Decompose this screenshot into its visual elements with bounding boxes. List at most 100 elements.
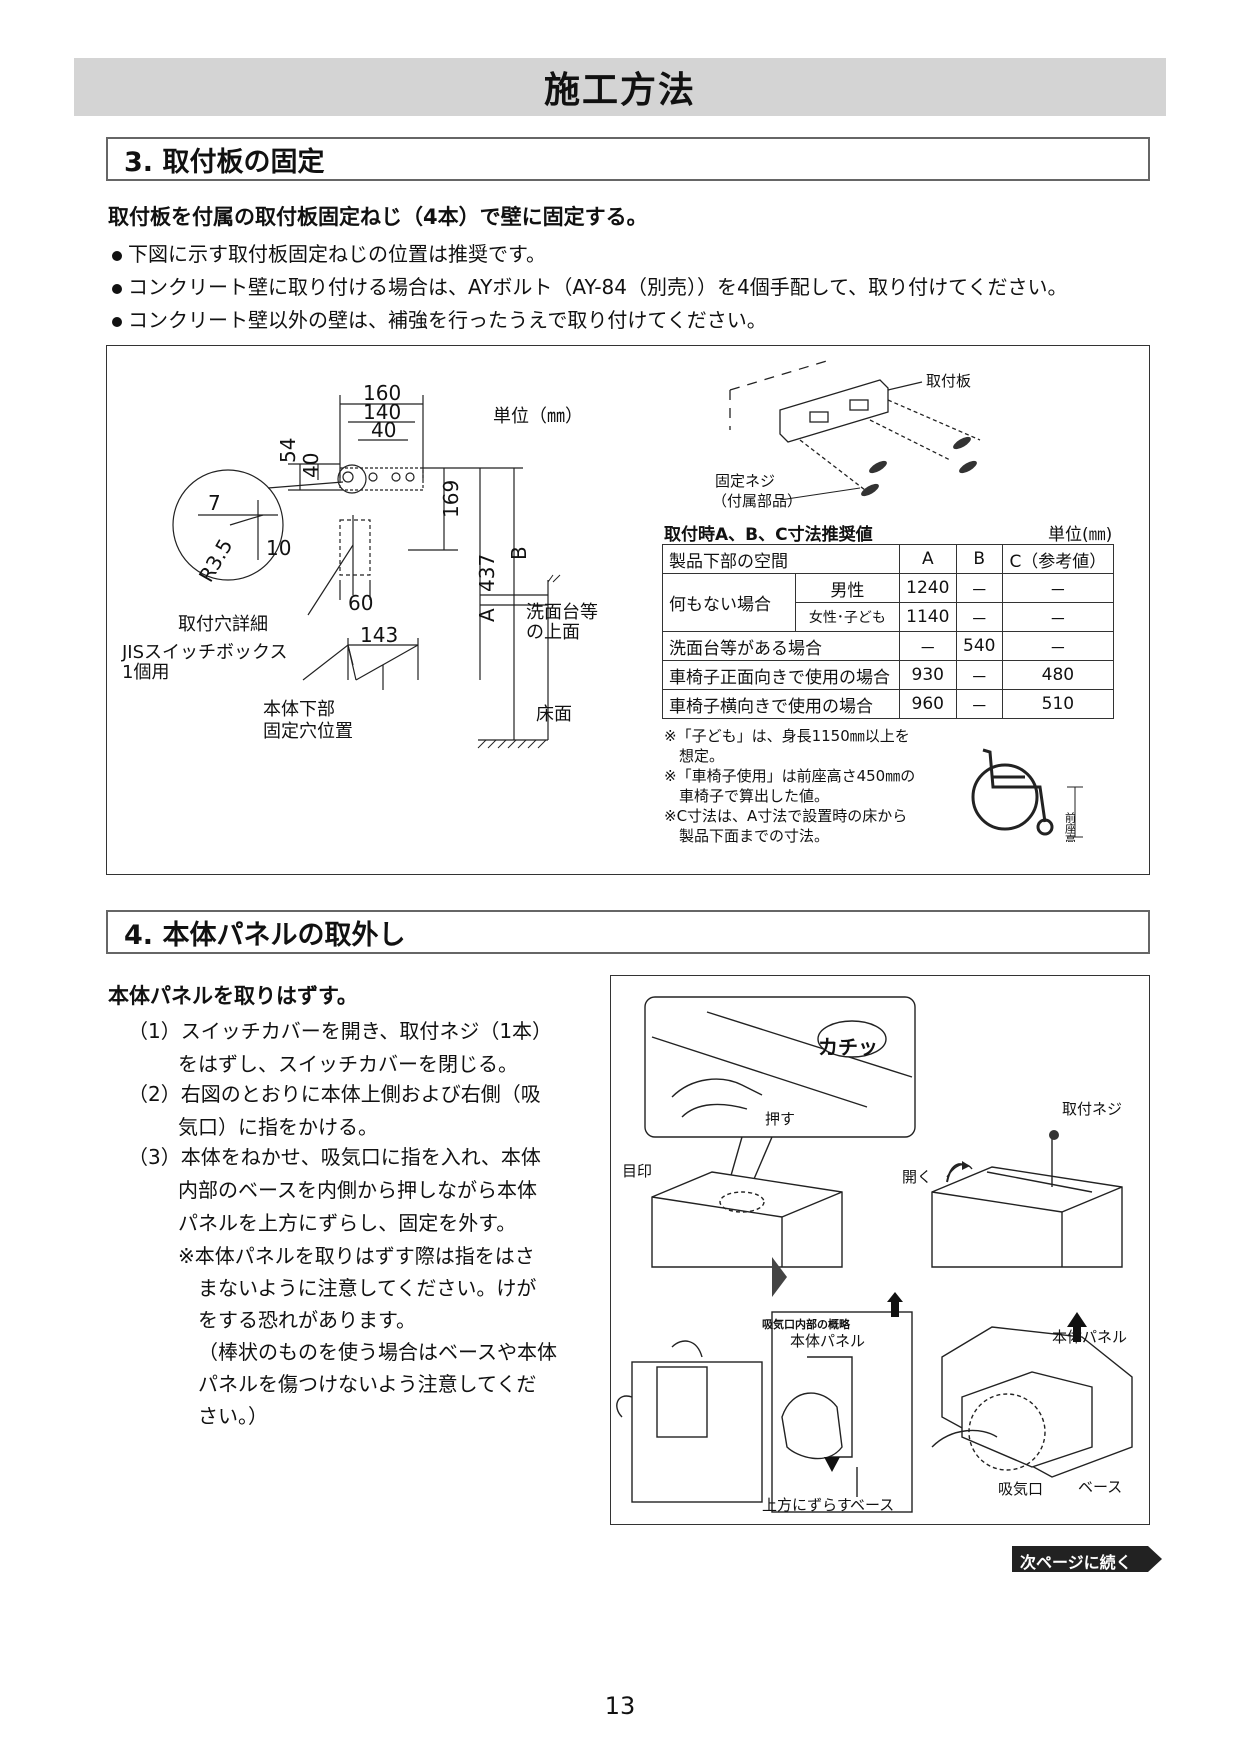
page-number: 13 — [604, 1692, 636, 1720]
table-cell: 何もない場合 — [662, 573, 796, 632]
note-line: ※「車椅子使用」は前座高さ450㎜の — [664, 767, 916, 785]
table-cell: － — [1001, 573, 1115, 603]
bullet-3: コンクリート壁以外の壁は、補強を行ったうえで取り付けてください。 — [112, 304, 767, 336]
mount-plate-label: 取付板 — [926, 372, 972, 390]
note-line: 製品下面までの寸法。 — [664, 827, 830, 845]
note-line: ※C寸法は、A寸法で設置時の床から — [664, 807, 908, 825]
mounting-diagram-box — [106, 345, 1150, 875]
step-2: （2）右図のとおりに本体上側および右側（吸 気口）に指をかける。 — [128, 1082, 541, 1139]
bottom-label-2: 固定穴位置 — [263, 721, 353, 742]
bullet-1: 下図に示す取付板固定ねじの位置は推奨です。 — [112, 238, 546, 270]
base-label: ベース — [850, 1496, 895, 1514]
table-cell: 車椅子正面向きで使用の場合 — [662, 660, 900, 690]
table-cell: 1240 — [898, 573, 957, 603]
seat-height-label: 前座高 — [1064, 811, 1077, 842]
mounting-dimension-drawing: 160 140 40 54 40 169 437 A B 7 10 R3.5 6… — [121, 381, 598, 749]
table-row: 女性･子ども 1140 － － — [663, 602, 1115, 632]
table-cell: － — [955, 660, 1003, 690]
wheelchair-icon: 前座高 — [971, 748, 1083, 842]
open-label: 開く — [902, 1168, 933, 1186]
inlet-title-label: 吸気口内部の概略 — [762, 1318, 850, 1331]
table-cell: － — [1001, 631, 1115, 661]
bottom-label-1: 本体下部 — [263, 699, 335, 720]
table-header: C（参考値） — [1001, 544, 1115, 574]
dim-54: 54 — [276, 438, 300, 463]
note-line: ※「子ども」は、身長1150㎜以上を — [664, 727, 910, 745]
screw-label-1: 固定ネジ — [715, 472, 776, 490]
dim-40v: 40 — [299, 453, 323, 478]
dim-169: 169 — [439, 480, 463, 518]
screw-label: 取付ネジ — [1062, 1100, 1123, 1118]
table-cell: 男性 — [794, 573, 900, 603]
table-unit: 単位(㎜) — [1048, 525, 1113, 545]
table-notes: ※「子ども」は、身長1150㎜以上を 想定。 ※「車椅子使用」は前座高さ450㎜… — [664, 726, 915, 846]
dim-140: 140 — [363, 400, 401, 424]
section-3-lead: 取付板を付属の取付板固定ねじ（4本）で壁に固定する。 — [108, 205, 648, 229]
unit-label: 単位（㎜） — [493, 406, 583, 427]
continue-arrow-icon — [1012, 1546, 1162, 1572]
dim-60: 60 — [348, 591, 373, 615]
table-row: 車椅子横向きで使用の場合 960 － 510 — [662, 689, 1115, 719]
table-row: 洗面台等がある場合 － 540 － — [662, 631, 1115, 661]
table-cell: 480 — [1001, 660, 1115, 690]
table-row: 何もない場合 男性 1240 － － — [662, 573, 1115, 632]
section-4-lead: 本体パネルを取りはずす。 — [108, 984, 358, 1008]
dim-10: 10 — [266, 536, 291, 560]
continue-label: 次ページに続く — [1020, 1553, 1132, 1572]
section-3-heading: 3. 取付板の固定 — [106, 137, 1150, 181]
mark-label: 目印 — [622, 1162, 653, 1180]
panel-removal-illustration — [616, 996, 1133, 1513]
dim-40: 40 — [371, 418, 396, 442]
table-cell: 車椅子横向きで使用の場合 — [662, 689, 900, 719]
bullet-2: コンクリート壁に取り付ける場合は、AYボルト（AY-84（別売））を4個手配して… — [112, 271, 1068, 303]
table-cell: － — [1001, 602, 1115, 632]
jis-label-1: JISスイッチボックス — [121, 642, 288, 663]
sink-label-1: 洗面台等 — [526, 602, 598, 623]
note-line: 想定。 — [664, 747, 725, 765]
table-cell: 1140 — [898, 602, 957, 632]
sink-label-2: の上面 — [526, 622, 580, 643]
dim-r35: R3.5 — [194, 535, 238, 587]
shift-up-label: 上方にずらす — [762, 1496, 852, 1514]
click-label: カチッ — [818, 1035, 878, 1059]
base-label-2: ベース — [1078, 1478, 1123, 1496]
floor-label: 床面 — [536, 704, 572, 725]
warning-note: ※本体パネルを取りはずす際は指をはさ まないように注意してください。けが をする… — [178, 1244, 557, 1428]
table-cell: 洗面台等がある場合 — [662, 631, 900, 661]
step-1: （1）スイッチカバーを開き、取付ネジ（1本） をはずし、スイッチカバーを閉じる。 — [128, 1019, 553, 1076]
continue-tag: 次ページに続く — [1012, 1546, 1162, 1572]
dim-143: 143 — [360, 623, 398, 647]
table-cell: 540 — [955, 631, 1003, 661]
table-cell: － — [955, 689, 1003, 719]
table-cell: 930 — [898, 660, 957, 690]
section-4-heading: 4. 本体パネルの取外し — [106, 910, 1150, 954]
panel-removal-figure-box — [610, 975, 1150, 1525]
page-title: 施工方法 — [74, 58, 1166, 116]
note-line: 車椅子で算出した値。 — [664, 787, 830, 805]
hole-detail-label: 取付穴詳細 — [178, 614, 268, 635]
table-cell: 960 — [898, 689, 957, 719]
press-label: 押す — [765, 1110, 796, 1128]
panel-label-2: 本体パネル — [1052, 1328, 1128, 1346]
table-header: B — [955, 544, 1003, 574]
table-header: A — [898, 544, 957, 574]
table-cell: － — [955, 573, 1003, 603]
dim-437: 437 — [475, 554, 499, 592]
jis-label-2: 1個用 — [122, 662, 169, 683]
dim-7: 7 — [208, 491, 221, 515]
step-3: （3）本体をねかせ、吸気口に指を入れ、本体 内部のベースを内側から押しながら本体… — [128, 1145, 541, 1235]
dim-a: A — [475, 608, 499, 622]
table-cell: － — [955, 602, 1003, 632]
table-cell: 510 — [1001, 689, 1115, 719]
table-title: 取付時A、B、C寸法推奨値 — [664, 525, 873, 545]
dim-160: 160 — [363, 381, 401, 405]
inlet-label: 吸気口 — [998, 1480, 1044, 1498]
dimension-table: 製品下部の空間 A B C（参考値） 何もない場合 男性 1240 － － 女性… — [662, 544, 1115, 719]
table-header: 製品下部の空間 — [662, 544, 900, 574]
dim-b: B — [507, 546, 531, 560]
screw-label-2: （付属部品） — [712, 492, 803, 510]
table-cell: － — [898, 631, 957, 661]
table-cell: 女性･子ども — [794, 602, 900, 632]
table-header-row: 製品下部の空間 A B C（参考値） — [662, 544, 1115, 574]
table-row: 車椅子正面向きで使用の場合 930 － 480 — [662, 660, 1115, 690]
